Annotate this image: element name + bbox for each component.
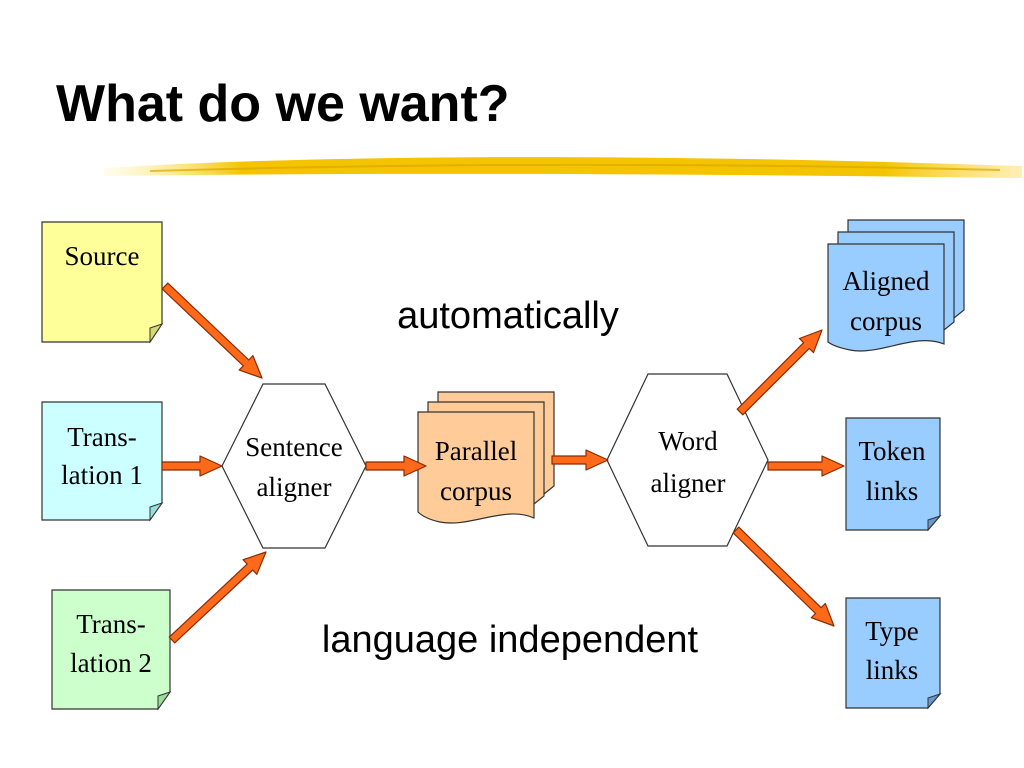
aligned-corpus-stack: Aligned corpus bbox=[827, 219, 965, 352]
slide-title: What do we want? bbox=[56, 75, 510, 133]
sentence-aligner-label-line2: aligner bbox=[257, 472, 332, 502]
word-aligner-label-line2: aligner bbox=[651, 468, 726, 498]
type-links-document: Type links bbox=[845, 597, 942, 710]
title-underline bbox=[104, 157, 1022, 178]
type-links-label-line2: links bbox=[866, 655, 919, 685]
word-aligner: Word aligner bbox=[606, 373, 769, 547]
token-links-label-line1: Token bbox=[858, 436, 926, 466]
arrow-source-to-sentence-aligner bbox=[161, 282, 263, 379]
token-links-label-line2: links bbox=[866, 476, 919, 506]
arrow-translation1-to-sentence-aligner bbox=[161, 455, 223, 477]
arrow-parallel-corpus-to-word-aligner bbox=[551, 449, 609, 471]
parallel-corpus-stack: Parallel corpus bbox=[417, 391, 555, 524]
arrow-word-aligner-to-aligned-corpus bbox=[736, 329, 823, 416]
translation1-document: Trans- lation 1 bbox=[41, 401, 164, 522]
arrows bbox=[161, 282, 845, 644]
sentence-aligner: Sentence aligner bbox=[221, 383, 367, 549]
arrow-word-aligner-to-type-links bbox=[732, 526, 835, 627]
arrow-word-aligner-to-token-links bbox=[767, 455, 845, 477]
parallel-corpus-label-line1: Parallel bbox=[435, 436, 517, 466]
aligned-corpus-label-line1: Aligned bbox=[843, 266, 930, 296]
translation1-label-line2: lation 1 bbox=[61, 460, 143, 490]
translation2-label-line1: Trans- bbox=[76, 609, 146, 639]
translation2-document: Trans- lation 2 bbox=[51, 589, 172, 711]
translation1-label-line1: Trans- bbox=[67, 422, 137, 452]
word-aligner-label-line1: Word bbox=[658, 426, 718, 456]
note-automatically: automatically bbox=[397, 295, 619, 337]
arrow-translation2-to-sentence-aligner bbox=[168, 551, 267, 644]
translation2-label-line2: lation 2 bbox=[70, 648, 152, 678]
arrow-sentence-aligner-to-parallel-corpus bbox=[365, 455, 427, 477]
sentence-aligner-label-line1: Sentence bbox=[245, 432, 342, 462]
source-label: Source bbox=[65, 241, 140, 271]
aligned-corpus-label-line2: corpus bbox=[850, 306, 922, 336]
token-links-document: Token links bbox=[845, 417, 942, 532]
parallel-corpus-label-line2: corpus bbox=[440, 476, 512, 506]
type-links-label-line1: Type bbox=[865, 616, 919, 646]
source-document: Source bbox=[41, 221, 164, 344]
note-language-independent: language independent bbox=[322, 619, 699, 661]
